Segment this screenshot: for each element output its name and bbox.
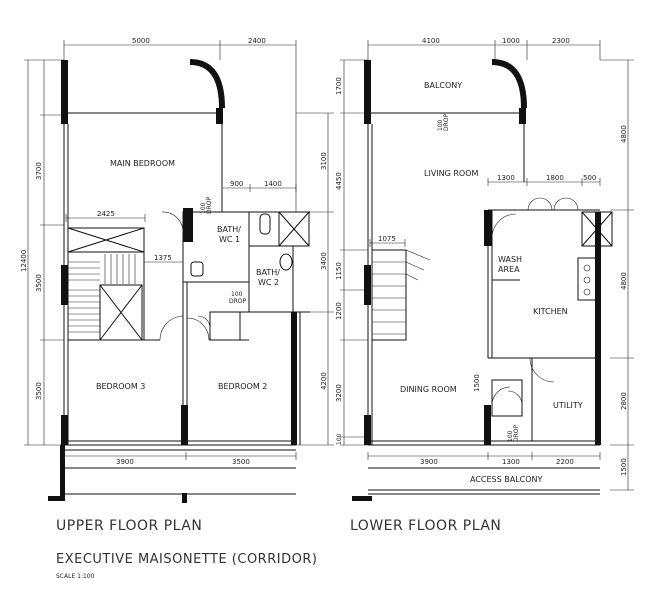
upper-bedroom2-label: BEDROOM 2	[218, 382, 267, 391]
lower-floor-plan: 4100 1000 2300 1700 4450 1150 1200 3200 …	[335, 37, 634, 501]
upper-dim-top-1: 5000	[132, 37, 150, 45]
upper-main-bedroom-label: MAIN BEDROOM	[110, 159, 175, 168]
lower-dim-right-4: 1500	[620, 458, 628, 476]
lower-dim-mid-1: 1500	[473, 374, 481, 392]
lower-dim-bottom-2: 1300	[502, 458, 520, 466]
lower-dim-bottom-1: 3900	[420, 458, 438, 466]
upper-dim-inner-2: 1400	[264, 180, 282, 188]
lower-drop-2-num: 100	[507, 430, 514, 442]
lower-living-room-label: LIVING ROOM	[424, 169, 479, 178]
lower-wash-area-label-a: WASH	[498, 255, 522, 264]
upper-drop-2-txt: DROP	[229, 298, 247, 305]
upper-drop-2-num: 100	[231, 291, 243, 298]
lower-dim-left-1: 1700	[335, 77, 343, 95]
upper-dim-top-2: 2400	[248, 37, 266, 45]
upper-dim-bottom-1: 3900	[116, 458, 134, 466]
upper-bath-wc2-label-b: WC 2	[258, 278, 279, 287]
lower-dim-left-3: 1150	[335, 262, 343, 280]
lower-drop-1-num: 100	[437, 119, 444, 131]
upper-plan-title: UPPER FLOOR PLAN	[56, 518, 202, 534]
upper-stair-treads	[68, 254, 136, 333]
upper-dim-left-1: 3700	[35, 162, 43, 180]
lower-dim-inner-2: 1800	[546, 174, 564, 182]
lower-dim-right-1: 4800	[620, 125, 628, 143]
upper-dim-right-3: 4200	[320, 372, 328, 390]
lower-dim-top-3: 2300	[552, 37, 570, 45]
lower-dim-left-2: 4450	[335, 172, 343, 190]
lower-dim-right-3: 2800	[620, 392, 628, 410]
lower-wash-area-label-b: AREA	[498, 265, 520, 274]
lower-dim-stair-w: 1075	[378, 235, 396, 243]
lower-stair-treads	[372, 249, 431, 335]
upper-dim-left-total: 12400	[20, 250, 28, 272]
upper-dim-right-1: 3100	[320, 152, 328, 170]
lower-plan-title: LOWER FLOOR PLAN	[350, 518, 501, 534]
upper-bath-wc1-label-b: WC 1	[219, 235, 240, 244]
lower-drop-1-txt: DROP	[443, 113, 450, 131]
lower-dim-top-2: 1000	[502, 37, 520, 45]
lower-dim-left-4: 1200	[335, 302, 343, 320]
upper-dim-left-2: 3500	[35, 274, 43, 292]
upper-bath-wc2-label-a: BATH/	[256, 268, 280, 277]
plan-scale: SCALE 1:100	[56, 573, 95, 580]
lower-dim-bottom-3: 2200	[556, 458, 574, 466]
lower-dim-left-6: 100	[336, 433, 343, 445]
lower-utility-label: UTILITY	[553, 401, 583, 410]
upper-drop-1-num: 100	[200, 202, 207, 214]
upper-bath-wc1-label-a: BATH/	[217, 225, 241, 234]
plan-subtitle: EXECUTIVE MAISONETTE (CORRIDOR)	[56, 552, 317, 567]
upper-floor-plan: 5000 2400 12400 3700 3500 3500 3100 3400…	[20, 37, 334, 503]
lower-dim-top-1: 4100	[422, 37, 440, 45]
lower-access-balcony-label: ACCESS BALCONY	[470, 475, 543, 484]
lower-dim-right-2: 4800	[620, 272, 628, 290]
upper-dim-bottom-2: 3500	[232, 458, 250, 466]
upper-dim-stair-gap: 1375	[154, 254, 172, 262]
upper-dim-inner-1: 900	[230, 180, 243, 188]
upper-dim-stair-w: 2425	[97, 210, 115, 218]
upper-dim-left-3: 3500	[35, 382, 43, 400]
lower-dim-inner-1: 1300	[497, 174, 515, 182]
lower-dim-inner-3: 500	[583, 174, 596, 182]
upper-bedroom3-label: BEDROOM 3	[96, 382, 145, 391]
upper-dim-right-2: 3400	[320, 252, 328, 270]
lower-dining-room-label: DINING ROOM	[400, 385, 457, 394]
upper-drop-1-txt: DROP	[206, 196, 213, 214]
lower-balcony-label: BALCONY	[424, 81, 462, 90]
lower-dim-left-5: 3200	[335, 384, 343, 402]
lower-kitchen-label: KITCHEN	[533, 307, 568, 316]
lower-drop-2-txt: DROP	[513, 424, 520, 442]
